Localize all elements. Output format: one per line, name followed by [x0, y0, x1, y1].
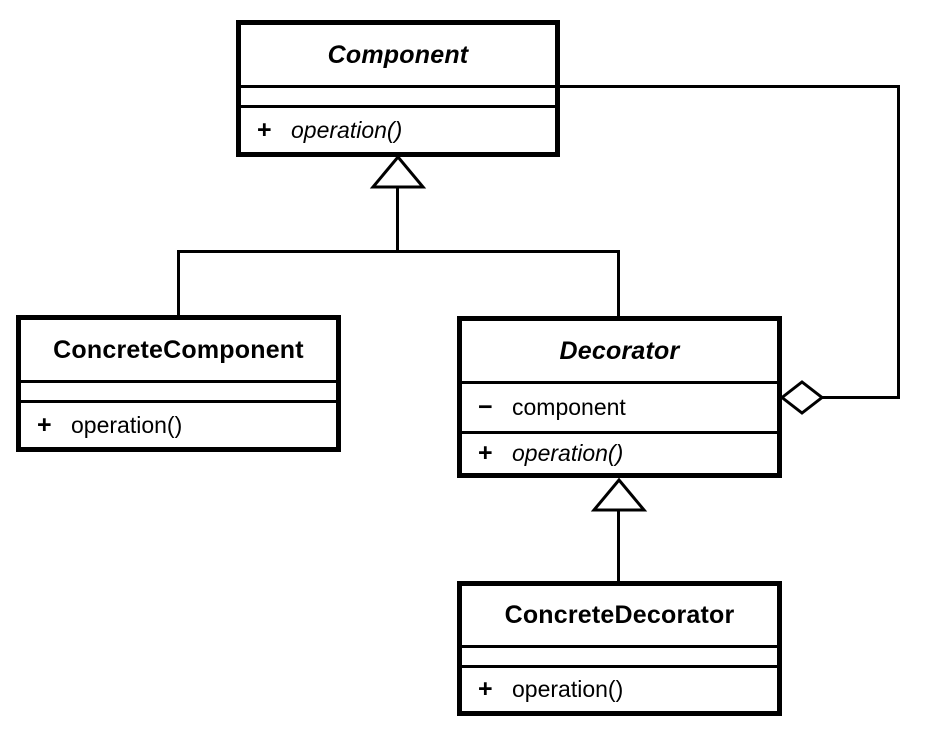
aggregation-segment-right [897, 85, 900, 398]
operations-compartment-component: + operation() [241, 105, 555, 152]
operation-label: operation() [512, 676, 624, 702]
visibility-marker: + [478, 675, 493, 703]
class-box-component[interactable]: Component + operation() [236, 20, 560, 157]
operations-compartment-concrete-component: + operation() [21, 400, 336, 447]
attributes-compartment-decorator: − component [462, 381, 777, 431]
class-box-concrete-component[interactable]: ConcreteComponent + operation() [16, 315, 341, 452]
operation-label: operation() [291, 116, 403, 143]
operations-compartment-concrete-decorator: + operation() [462, 665, 777, 711]
generalization-stem-component [396, 186, 399, 252]
attribute-label: component [512, 394, 626, 420]
generalization-drop-decorator [617, 250, 620, 318]
class-box-decorator[interactable]: Decorator − component + operation() [457, 316, 782, 478]
class-name-concrete-component: ConcreteComponent [53, 335, 304, 364]
operations-compartment-decorator: + operation() [462, 431, 777, 473]
operation-label: operation() [71, 411, 183, 438]
class-box-concrete-decorator[interactable]: ConcreteDecorator + operation() [457, 581, 782, 716]
generalization-stem-decorator [617, 510, 620, 582]
generalization-bus [177, 250, 620, 253]
visibility-marker: + [478, 439, 493, 467]
generalization-triangle-decorator-icon [590, 477, 648, 513]
generalization-triangle-component-icon [369, 154, 427, 190]
operation-label: operation() [512, 440, 624, 466]
attributes-compartment-component [241, 85, 555, 105]
attributes-compartment-concrete-component [21, 380, 336, 400]
aggregation-segment-top [558, 85, 900, 88]
aggregation-diamond-icon [779, 379, 825, 416]
visibility-marker: + [37, 410, 52, 439]
class-name-decorator: Decorator [559, 336, 680, 365]
visibility-marker: + [257, 115, 272, 144]
visibility-marker: − [478, 393, 493, 421]
class-name-concrete-decorator: ConcreteDecorator [504, 601, 735, 629]
class-name-component: Component [327, 40, 469, 69]
generalization-drop-concrete-component [177, 250, 180, 318]
attributes-compartment-concrete-decorator [462, 645, 777, 665]
aggregation-segment-bottom [820, 396, 900, 399]
